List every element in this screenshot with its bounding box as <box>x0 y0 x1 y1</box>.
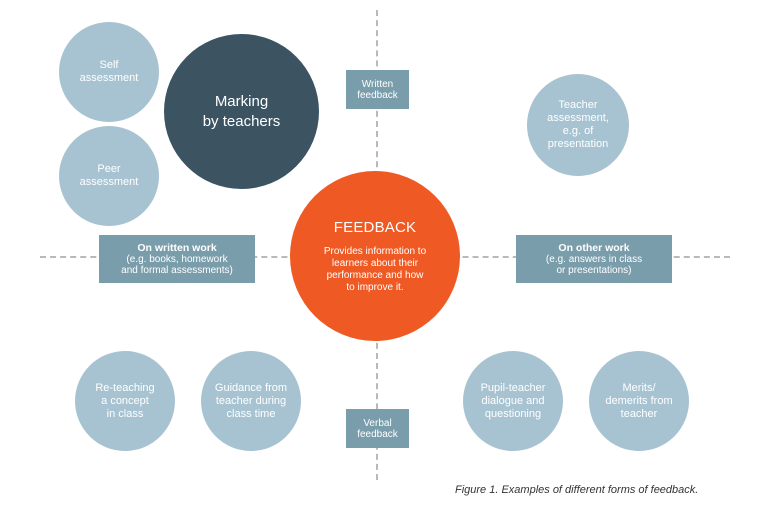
self-assessment-label: Self assessment <box>79 59 139 84</box>
feedback-title: FEEDBACK <box>333 218 417 236</box>
on-other-work-detail: (e.g. answers in class or presentations) <box>545 253 643 276</box>
written-feedback-box: Written feedback <box>346 70 409 109</box>
on-other-work-box: On other work (e.g. answers in class or … <box>516 235 672 283</box>
reteaching-circle: Re-teaching a concept in class <box>75 351 175 451</box>
teacher-assessment-label: Teacher assessment, e.g. of presentation <box>547 99 609 150</box>
on-other-work-title: On other work <box>558 241 630 254</box>
verbal-feedback-label: Verbal feedback <box>357 417 398 440</box>
merits-circle: Merits/ demerits from teacher <box>589 351 689 451</box>
peer-assessment-circle: Peer assessment <box>59 126 159 226</box>
feedback-description: Provides information to learners about t… <box>323 245 427 293</box>
merits-label: Merits/ demerits from teacher <box>605 381 673 420</box>
guidance-circle: Guidance from teacher during class time <box>201 351 301 451</box>
written-feedback-label: Written feedback <box>357 78 398 101</box>
pupil-teacher-circle: Pupil-teacher dialogue and questioning <box>463 351 563 451</box>
reteaching-label: Re-teaching a concept in class <box>95 381 155 420</box>
self-assessment-circle: Self assessment <box>59 22 159 122</box>
feedback-center-circle: FEEDBACK Provides information to learner… <box>290 171 460 341</box>
teacher-assessment-circle: Teacher assessment, e.g. of presentation <box>527 74 629 176</box>
peer-assessment-label: Peer assessment <box>79 163 139 188</box>
marking-by-teachers-label: Marking by teachers <box>202 92 281 130</box>
pupil-teacher-label: Pupil-teacher dialogue and questioning <box>480 381 546 420</box>
guidance-label: Guidance from teacher during class time <box>214 381 288 420</box>
on-written-work-box: On written work (e.g. books, homework an… <box>99 235 255 283</box>
marking-by-teachers-circle: Marking by teachers <box>164 34 319 189</box>
on-written-work-detail: (e.g. books, homework and formal assessm… <box>121 253 233 276</box>
figure-caption: Figure 1. Examples of different forms of… <box>455 484 699 496</box>
on-written-work-title: On written work <box>137 241 217 254</box>
verbal-feedback-box: Verbal feedback <box>346 409 409 448</box>
